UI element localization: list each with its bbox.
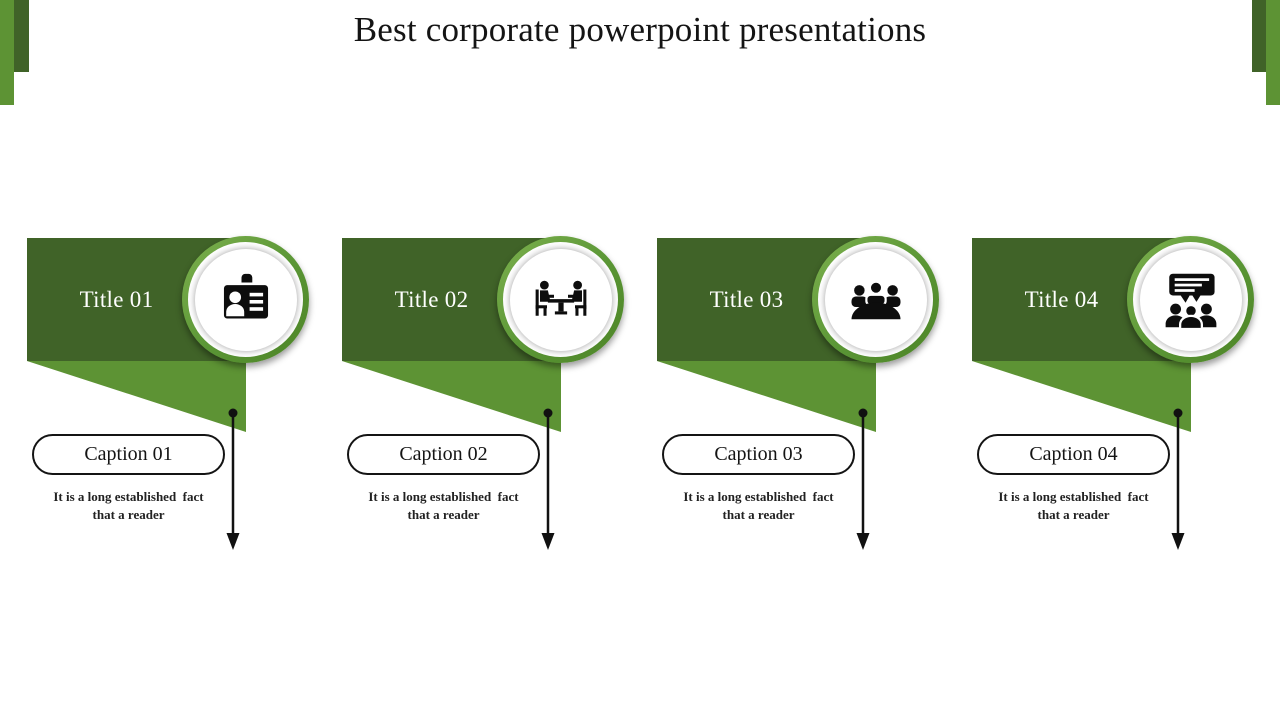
timeline-arrow-3 xyxy=(856,408,870,550)
body-text-2[interactable]: It is a long established fact that a rea… xyxy=(368,489,519,522)
badge-white-ring xyxy=(503,242,618,357)
caption-label: Caption 04 xyxy=(1029,443,1118,465)
step-group-4: Title 04 xyxy=(972,236,1262,566)
audience-icon xyxy=(846,270,906,330)
step-group-3: Title 03 xyxy=(657,236,947,566)
timeline-arrow-2 xyxy=(541,408,555,550)
caption-pill-1[interactable]: Caption 01 xyxy=(32,434,225,475)
title-banner-label: Title 01 xyxy=(79,286,154,312)
slide-title[interactable]: Best corporate powerpoint presentations xyxy=(353,10,927,49)
ribbon-wedge-1 xyxy=(27,361,246,432)
ribbon-wedge-4 xyxy=(972,361,1191,432)
icon-badge-2[interactable] xyxy=(497,236,624,363)
title-banner-label: Title 02 xyxy=(394,286,469,312)
icon-badge-3[interactable] xyxy=(812,236,939,363)
timeline-arrow-4 xyxy=(1171,408,1185,550)
caption-pill-2[interactable]: Caption 02 xyxy=(347,434,540,475)
corner-bar-right-light xyxy=(1266,0,1280,105)
presentation-icon xyxy=(1161,270,1221,330)
step-group-2: Title 02 xyxy=(342,236,632,566)
badge-white-ring xyxy=(1133,242,1248,357)
meeting-icon xyxy=(531,270,591,330)
caption-pill-3[interactable]: Caption 03 xyxy=(662,434,855,475)
badge-white-ring xyxy=(188,242,303,357)
id-card-icon xyxy=(216,270,276,330)
icon-badge-1[interactable] xyxy=(182,236,309,363)
ribbon-wedge-3 xyxy=(657,361,876,432)
title-banner-label: Title 04 xyxy=(1024,286,1099,312)
badge-white-ring xyxy=(818,242,933,357)
badge-inner-circle xyxy=(509,248,612,351)
caption-label: Caption 02 xyxy=(399,443,488,465)
corner-bar-left-light xyxy=(0,0,14,105)
corner-bar-left-dark xyxy=(14,0,29,72)
body-text-3[interactable]: It is a long established fact that a rea… xyxy=(683,489,834,522)
badge-inner-circle xyxy=(1139,248,1242,351)
body-text-1[interactable]: It is a long established fact that a rea… xyxy=(53,489,204,522)
badge-inner-circle xyxy=(824,248,927,351)
title-banner-label: Title 03 xyxy=(709,286,784,312)
corner-bar-right-dark xyxy=(1252,0,1267,72)
step-group-1: Title 01 xyxy=(27,236,317,566)
caption-pill-4[interactable]: Caption 04 xyxy=(977,434,1170,475)
body-text-4[interactable]: It is a long established fact that a rea… xyxy=(998,489,1149,522)
timeline-arrow-1 xyxy=(226,408,240,550)
caption-label: Caption 03 xyxy=(714,443,803,465)
caption-label: Caption 01 xyxy=(84,443,173,465)
ribbon-wedge-2 xyxy=(342,361,561,432)
badge-inner-circle xyxy=(194,248,297,351)
icon-badge-4[interactable] xyxy=(1127,236,1254,363)
